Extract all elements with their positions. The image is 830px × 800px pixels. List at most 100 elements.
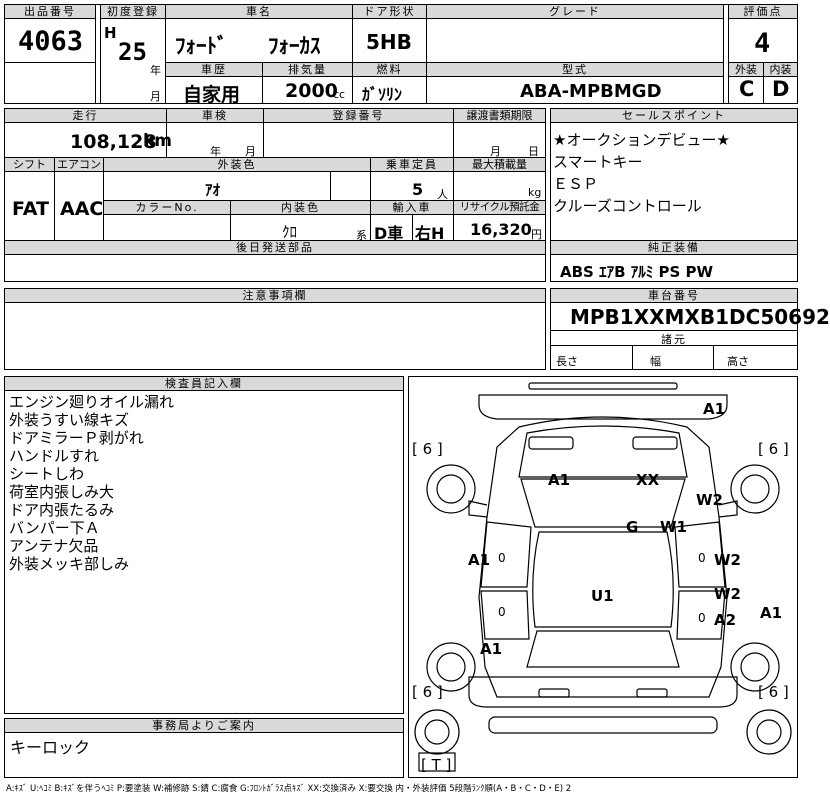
zero-rear-right: 0: [698, 611, 706, 625]
damage-front-bumper: A1: [703, 400, 726, 418]
sales-points-panel: [550, 108, 798, 282]
color-no-header: カラーNo.: [104, 201, 230, 215]
office-header: 事務局よりご案内: [5, 719, 403, 733]
inspector-line: 荷室内張しみ大: [9, 483, 115, 501]
car-diagram-panel: [408, 376, 798, 778]
mileage-header: 走行: [5, 109, 166, 123]
displacement-value: 2000: [285, 80, 338, 102]
history-value: 自家用: [183, 84, 241, 106]
color-value: ｱｵ: [205, 181, 221, 199]
int-color-suffix: 系: [356, 229, 367, 242]
tire-rear-right: [ 6 ]: [758, 683, 789, 701]
inspection-year-unit: 年: [210, 145, 221, 158]
office-text: キーロック: [10, 738, 91, 757]
office-panel: [4, 718, 404, 778]
inspector-line: ドアミラーＰ剥がれ: [9, 429, 144, 447]
legend-text: A:ｷｽﾞ U:ﾍｺﾐ B:ｷｽﾞを伴うﾍｺﾐ P:要塗装 W:補修跡 S:錆 …: [6, 784, 572, 794]
reg-number-header: 登録番号: [264, 109, 453, 123]
car-diagram: [414, 382, 792, 772]
inspector-panel: [4, 376, 404, 714]
capacity-unit: 人: [437, 188, 448, 201]
zero-right: 0: [698, 551, 706, 565]
spec-height: 高さ: [727, 355, 749, 368]
year-unit: 年: [150, 64, 161, 77]
damage-door-left: A1: [468, 551, 491, 569]
caution-panel: [4, 288, 546, 370]
sales-point-2: スマートキー: [553, 153, 643, 171]
month-unit: 月: [150, 90, 161, 103]
interior-grade: D: [772, 77, 790, 101]
lot-number: 4063: [18, 26, 84, 57]
recycle-value: 16,320: [470, 220, 532, 239]
spec-width: 幅: [650, 355, 661, 368]
inspector-line: 外装うすい線キズ: [9, 411, 130, 429]
grade-header: グレード: [427, 5, 723, 19]
capacity-value: 5: [412, 180, 424, 199]
chassis-panel: [550, 288, 798, 370]
vehicle-detail-panel: [4, 108, 546, 282]
transfer-header: 譲渡書類期限: [454, 109, 545, 123]
recycle-unit: 円: [531, 228, 542, 241]
fuel-value: ｶﾞｿﾘﾝ: [362, 85, 403, 104]
interior-header: 内装: [764, 63, 797, 77]
mileage-unit: km: [143, 131, 173, 151]
inspector-line: ハンドルすれ: [9, 447, 100, 465]
lot-header: 出品番号: [5, 5, 95, 19]
inspector-header: 検査員記入欄: [5, 377, 403, 391]
score-value: 4: [754, 28, 771, 59]
transfer-day-unit: 日: [528, 145, 539, 158]
damage-rear-side-right: A1: [760, 604, 783, 622]
int-color-value: ｸﾛ: [282, 223, 298, 241]
recycle-header: リサイクル預託金: [454, 201, 545, 215]
top-info-panel: [4, 4, 798, 104]
aircon-value: AAC: [60, 198, 104, 220]
max-load-unit: kg: [528, 186, 542, 199]
inspector-line: アンテナ欠品: [9, 537, 99, 555]
equipment-header: 純正装備: [551, 241, 797, 255]
damage-quarter-left: A1: [480, 640, 503, 658]
damage-rear-door-right: W2: [714, 585, 741, 603]
zero-rear-left: 0: [498, 605, 506, 619]
displacement-unit: cc: [333, 88, 346, 101]
inspection-month-unit: 月: [245, 145, 256, 158]
shift-header: シフト: [5, 158, 54, 172]
first-reg-header: 初度登録: [101, 5, 165, 19]
spec-length: 長さ: [556, 355, 578, 368]
inspector-line: ドア内張たるみ: [9, 501, 115, 519]
car-name-header: 車名: [166, 5, 352, 19]
sales-point-4: クルーズコントロール: [553, 197, 702, 215]
history-header: 車歴: [166, 63, 262, 77]
exterior-grade: C: [739, 77, 755, 101]
damage-hood-right: XX: [636, 471, 660, 489]
inspection-header: 車検: [167, 109, 263, 123]
door-header: ドア形状: [353, 5, 426, 19]
sales-point-3: ＥＳＰ: [553, 175, 599, 193]
capacity-header: 乗車定員: [371, 158, 453, 172]
chassis-header: 車台番号: [551, 289, 797, 303]
displacement-header: 排気量: [263, 63, 352, 77]
transfer-month-unit: 月: [490, 145, 501, 158]
spec-header: 諸元: [661, 333, 687, 346]
import-header: 輸入車: [371, 201, 453, 215]
tire-front-right: [ 6 ]: [758, 440, 789, 458]
int-color-header: 内装色: [231, 201, 370, 215]
tire-front-left: [ 6 ]: [412, 440, 443, 458]
import-hand: 右H: [415, 224, 445, 243]
type-header: 型式: [427, 63, 723, 77]
inspector-line: 外装メッキ部しみ: [9, 555, 130, 573]
chassis-number: MPB1XXMXB1DC50692: [570, 305, 830, 329]
era-letter: H: [104, 24, 117, 42]
max-load-header: 最大積載量: [454, 158, 545, 172]
car-model: ﾌｫｰｶｽ: [268, 34, 321, 58]
type-value: ABA-MPBMGD: [520, 81, 662, 102]
import-driver: D車: [374, 224, 404, 243]
tire-rear-left: [ 6 ]: [412, 683, 443, 701]
score-header: 評価点: [729, 5, 797, 19]
sales-points-header: セールスポイント: [551, 109, 797, 123]
damage-pillar-right: W1: [660, 518, 687, 536]
damage-door-right: W2: [714, 551, 741, 569]
zero-left: 0: [498, 551, 506, 565]
inspector-line: バンパー下Ａ: [9, 519, 100, 537]
later-parts-header: 後日発送部品: [5, 241, 545, 255]
car-maker: ﾌｫｰﾄﾞ: [175, 34, 228, 58]
